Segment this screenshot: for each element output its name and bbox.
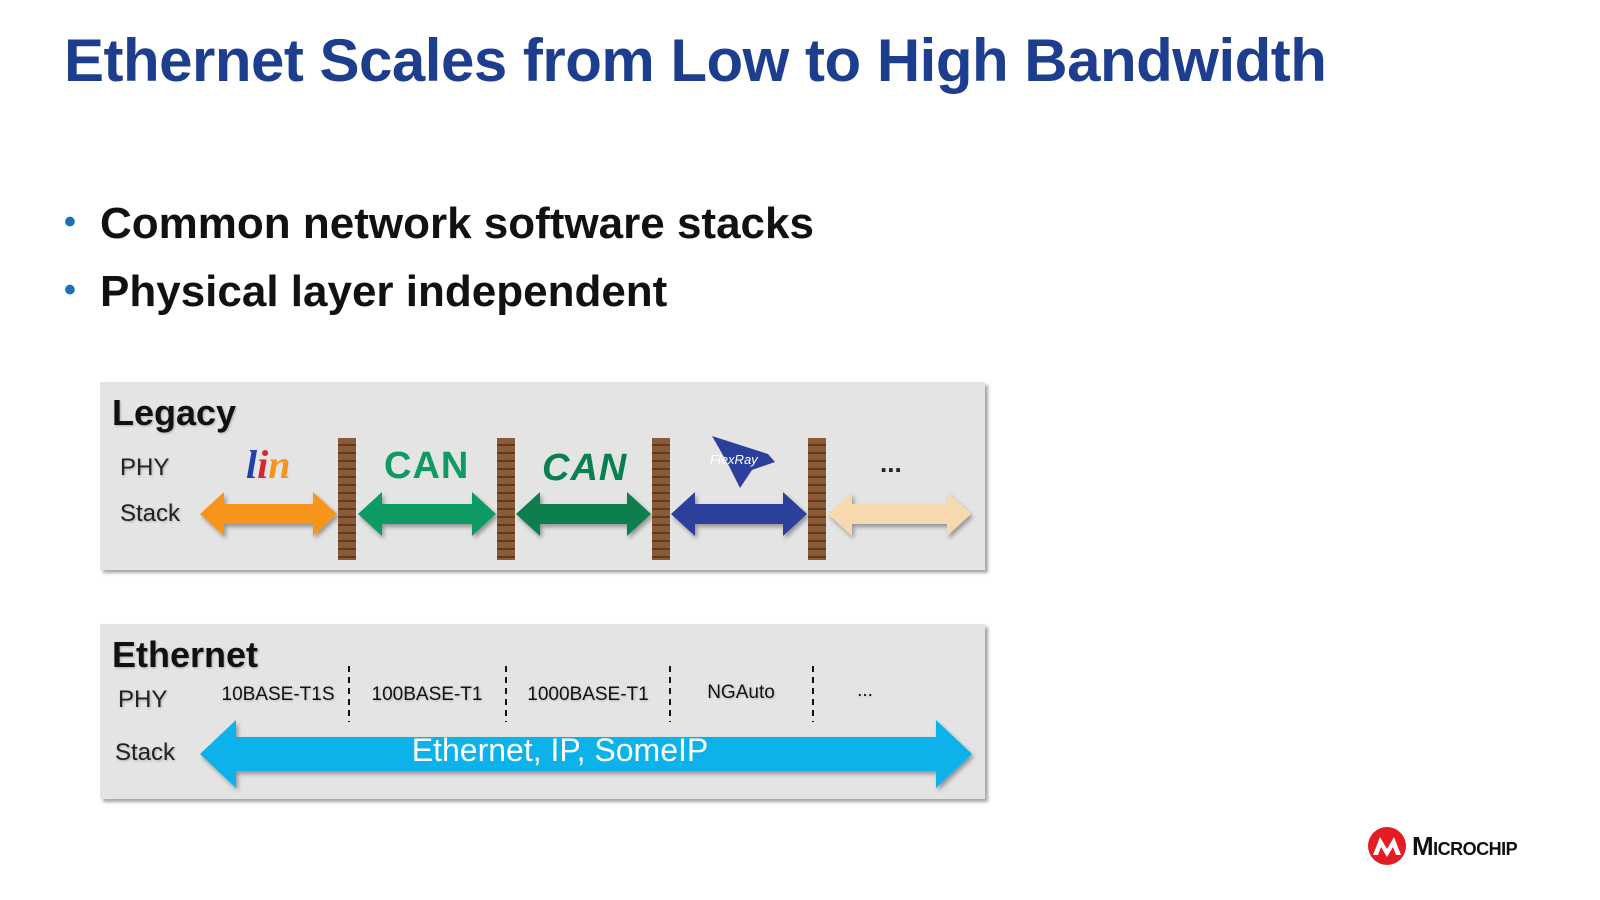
phy-ngauto: NGAuto [707,682,775,703]
can-logo: CAN [384,445,469,487]
flexray-stack-arrow [671,492,807,536]
ethernet-stack-arrow [200,720,972,788]
ethernet-heading: Ethernet [112,634,259,675]
bullet-list: Common network software stacks Physical … [64,188,814,326]
phy-1000base-t1: 1000BASE-T1 [527,684,649,705]
legacy-divider [338,438,356,560]
lin-logo: lin [246,442,291,487]
future-stack-arrow [828,492,971,536]
ethernet-diagram [200,666,972,788]
microchip-icon [1368,827,1406,865]
ethernet-stack-text: Ethernet, IP, SomeIP [411,732,709,768]
legacy-phy-label: PHY [120,454,170,481]
phy-10base-t1s: 10BASE-T1S [221,684,335,705]
canfd-logo: CAN [542,447,628,489]
ethernet-panel: Ethernet PHY Stack 10BASE-T1S 100BASE-T1… [100,624,985,799]
legacy-divider [808,438,826,560]
flexray-logo: FlexRay [710,436,775,488]
legacy-stack-label: Stack [120,500,181,527]
bullet-item: Physical layer independent [64,256,814,326]
legacy-more: ... [880,448,902,478]
can-stack-arrow [358,492,496,536]
phy-100base-t1: 100BASE-T1 [371,684,483,705]
legacy-divider [652,438,670,560]
svg-text:FlexRay: FlexRay [710,452,759,467]
slide-title: Ethernet Scales from Low to High Bandwid… [64,27,1327,94]
microchip-wordmark: Microchip [1412,830,1518,861]
microchip-logo: Microchip [1366,826,1518,866]
legacy-divider [497,438,515,560]
bullet-item: Common network software stacks [64,188,814,258]
lin-stack-arrow [200,492,337,536]
phy-more: ... [857,680,873,701]
canfd-stack-arrow [516,492,651,536]
legacy-heading: Legacy [112,392,237,433]
legacy-diagram: lin CAN CAN FlexRay [200,436,971,560]
ethernet-phy-label: PHY [118,686,168,713]
legacy-panel: Legacy PHY Stack lin CAN CAN FlexR [100,382,985,570]
ethernet-stack-label: Stack [115,739,176,766]
